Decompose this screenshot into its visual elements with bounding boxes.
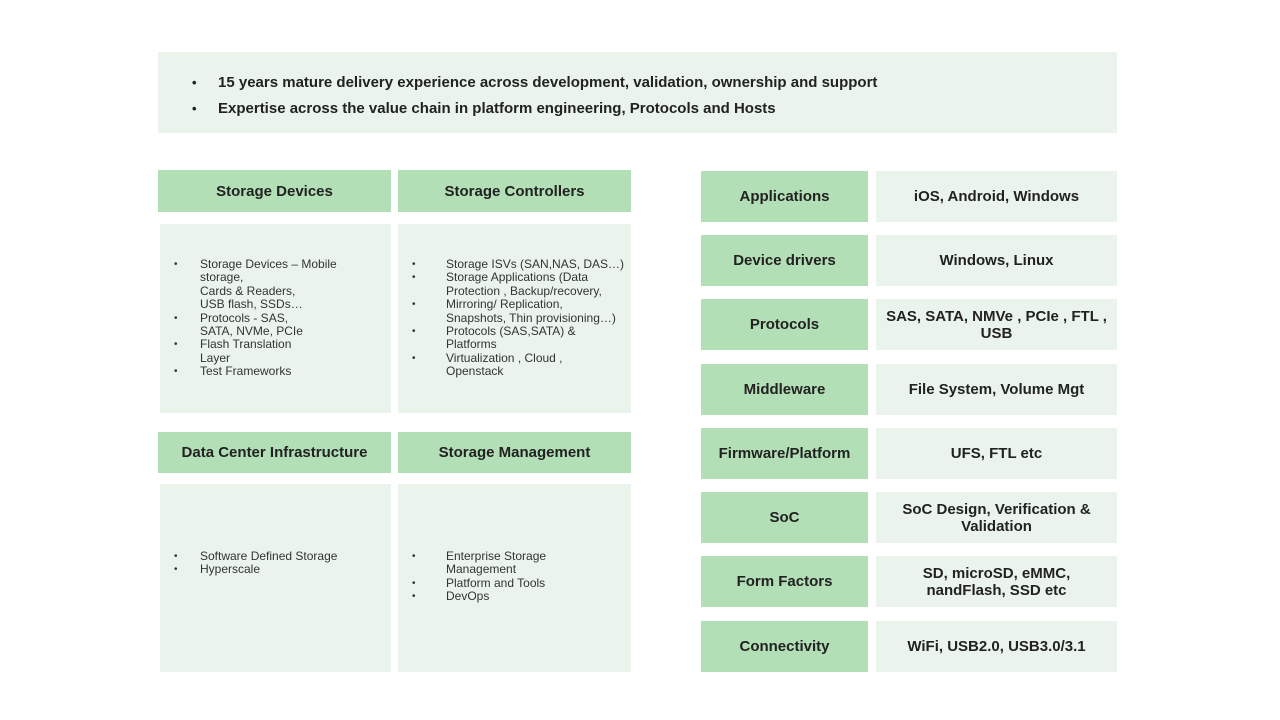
- list-item-line: Protocols - SAS,: [200, 310, 289, 325]
- row-label-protocols: Protocols: [701, 299, 868, 350]
- storage-devices-header: Storage Devices: [158, 170, 391, 212]
- list-item: Test Frameworks: [160, 364, 391, 379]
- list-item-line: Storage Devices – Mobile storage,: [200, 257, 337, 285]
- list-item: Platform and Tools: [398, 575, 631, 591]
- row-label-soc: SoC: [701, 492, 868, 543]
- row-label-applications: Applications: [701, 171, 868, 222]
- row-value-device-drivers: Windows, Linux: [876, 235, 1117, 286]
- list-item-line: Openstack: [446, 364, 504, 379]
- list-item-line: Mirroring/ Replication,: [446, 297, 563, 312]
- list-item-line: Storage ISVs (SAN,NAS, DAS…): [446, 257, 625, 271]
- storage-devices-list: Storage Devices – Mobile storage, Cards …: [160, 257, 391, 379]
- list-item-line: DevOps: [446, 589, 490, 604]
- storage-controllers-header: Storage Controllers: [398, 170, 631, 212]
- list-item-line: Virtualization , Cloud ,: [446, 350, 563, 365]
- row-value-protocols: SAS, SATA, NMVe , PCIe , FTL , USB: [876, 299, 1117, 350]
- row-label-device-drivers: Device drivers: [701, 235, 868, 286]
- row-label-connectivity: Connectivity: [701, 621, 868, 672]
- row-label-form-factors: Form Factors: [701, 556, 868, 607]
- list-item-line: Platforms: [446, 337, 497, 352]
- list-item: Storage Applications (Data Protection , …: [398, 270, 631, 298]
- list-item-line: Platform and Tools: [446, 575, 546, 590]
- row-value-firmware-platform: UFS, FTL etc: [876, 428, 1117, 479]
- row-value-applications: iOS, Android, Windows: [876, 171, 1117, 222]
- list-item: Mirroring/ Replication, Snapshots, Thin …: [398, 297, 631, 325]
- row-value-form-factors: SD, microSD, eMMC, nandFlash, SSD etc: [876, 556, 1117, 607]
- list-item-line: USB flash, SSDs…: [200, 297, 303, 312]
- list-item-line: SATA, NVMe, PCIe: [200, 324, 303, 339]
- list-item: Flash Translation Layer: [160, 338, 391, 365]
- data-center-panel: Software Defined Storage Hyperscale: [160, 484, 391, 672]
- list-item: Software Defined Storage: [160, 549, 391, 564]
- storage-management-list: Enterprise Storage Management Platform a…: [398, 549, 631, 604]
- row-value-connectivity: WiFi, USB2.0, USB3.0/3.1: [876, 621, 1117, 672]
- list-item: Storage ISVs (SAN,NAS, DAS…): [398, 257, 631, 272]
- list-item-line: Enterprise Storage: [446, 549, 547, 563]
- list-item-line: Protocols (SAS,SATA) &: [446, 324, 576, 339]
- list-item-line: Protection , Backup/recovery,: [446, 283, 602, 298]
- list-item: Virtualization , Cloud , Openstack: [398, 350, 631, 379]
- list-item: Enterprise Storage Management: [398, 549, 631, 577]
- list-item-line: Layer: [200, 350, 231, 365]
- list-item: Storage Devices – Mobile storage, Cards …: [160, 257, 391, 312]
- row-value-soc: SoC Design, Verification & Validation: [876, 492, 1117, 543]
- storage-management-panel: Enterprise Storage Management Platform a…: [398, 484, 631, 672]
- list-item-line: Flash Translation: [200, 337, 292, 352]
- summary-bullet: 15 years mature delivery experience acro…: [158, 70, 1117, 96]
- list-item: DevOps: [398, 589, 631, 604]
- storage-devices-panel: Storage Devices – Mobile storage, Cards …: [160, 224, 391, 413]
- row-label-firmware-platform: Firmware/Platform: [701, 428, 868, 479]
- list-item-line: Management: [446, 562, 517, 577]
- list-item-line: Software Defined Storage: [200, 549, 338, 563]
- list-item-line: Cards & Readers,: [200, 283, 296, 298]
- row-label-middleware: Middleware: [701, 364, 868, 415]
- list-item-line: Test Frameworks: [200, 364, 292, 379]
- data-center-list: Software Defined Storage Hyperscale: [160, 549, 391, 577]
- storage-management-header: Storage Management: [398, 432, 631, 473]
- data-center-header: Data Center Infrastructure: [158, 432, 391, 473]
- summary-banner: 15 years mature delivery experience acro…: [158, 52, 1117, 133]
- list-item-line: Storage Applications (Data: [446, 270, 589, 285]
- list-item-line: Snapshots, Thin provisioning…): [446, 310, 616, 325]
- summary-list: 15 years mature delivery experience acro…: [158, 70, 1117, 122]
- list-item: Protocols - SAS, SATA, NVMe, PCIe: [160, 310, 391, 339]
- summary-bullet: Expertise across the value chain in plat…: [158, 96, 1117, 122]
- list-item: Hyperscale: [160, 562, 391, 577]
- list-item-line: Hyperscale: [200, 562, 261, 577]
- storage-controllers-list: Storage ISVs (SAN,NAS, DAS…) Storage App…: [398, 257, 631, 379]
- storage-controllers-panel: Storage ISVs (SAN,NAS, DAS…) Storage App…: [398, 224, 631, 413]
- row-value-middleware: File System, Volume Mgt: [876, 364, 1117, 415]
- list-item: Protocols (SAS,SATA) & Platforms: [398, 324, 631, 352]
